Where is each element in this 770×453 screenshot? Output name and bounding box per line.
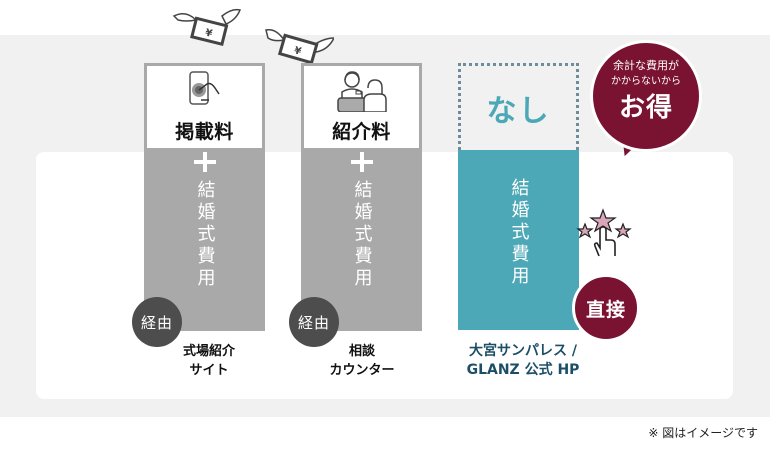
column-counter: 紹介料 結婚式費用 bbox=[301, 63, 422, 331]
image-note: ※ 図はイメージです bbox=[648, 426, 758, 440]
body-text: 結婚式費用 bbox=[194, 180, 216, 290]
counter-staff-icon bbox=[336, 71, 387, 112]
tap-stars-icon bbox=[576, 208, 632, 257]
fee-label: 掲載料 bbox=[175, 121, 234, 143]
flying-yen-bill-icon: ¥ bbox=[265, 28, 334, 65]
via-badge: 経由 bbox=[132, 297, 182, 347]
direct-badge: 直接 bbox=[572, 274, 640, 342]
fee-box: 掲載料 bbox=[147, 66, 262, 148]
smartphone-tap-icon bbox=[188, 71, 220, 105]
column-caption: 相談 カウンター bbox=[329, 344, 395, 378]
no-fee-box: なし bbox=[458, 63, 579, 150]
body-text: 結婚式費用 bbox=[508, 178, 530, 288]
column-caption: 大宮サンパレス / GLANZ 公式 HP bbox=[466, 343, 580, 378]
column-direct: なし 結婚式費用 bbox=[458, 63, 579, 330]
fee-label: 紹介料 bbox=[332, 121, 391, 143]
teal-body: 結婚式費用 bbox=[458, 150, 579, 330]
flying-yen-bill-icon: ¥ bbox=[172, 8, 242, 47]
body-text: 結婚式費用 bbox=[351, 180, 373, 290]
plus-icon bbox=[147, 148, 262, 174]
benefit-bubble: 余計な費用が かからないから お得 bbox=[590, 40, 702, 152]
fee-box: 紹介料 bbox=[304, 66, 419, 148]
column-caption: 式場紹介 サイト bbox=[182, 344, 235, 378]
plus-icon bbox=[304, 148, 419, 174]
svg-text:¥: ¥ bbox=[204, 28, 213, 40]
svg-text:¥: ¥ bbox=[293, 45, 303, 58]
column-venue-site: 掲載料 結婚式費用 bbox=[144, 63, 265, 331]
via-badge: 経由 bbox=[289, 297, 339, 347]
